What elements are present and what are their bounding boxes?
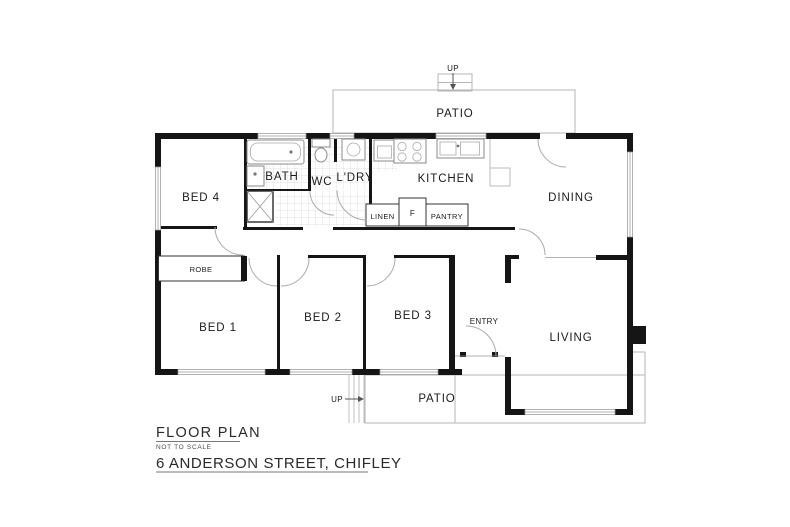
room-label-living: LIVING bbox=[549, 332, 592, 344]
shower bbox=[246, 190, 274, 223]
outer-walls bbox=[155, 133, 633, 415]
robe-box bbox=[158, 255, 245, 282]
room-labels: BED 4 BATH WC L'DRY KITCHEN DINING PATIO… bbox=[182, 64, 594, 405]
door-arc-bed4 bbox=[214, 226, 244, 256]
door-arc-bed3 bbox=[366, 257, 396, 287]
label-robe: ROBE bbox=[190, 265, 213, 274]
toilet bbox=[311, 138, 331, 163]
room-label-bed3: BED 3 bbox=[394, 310, 432, 322]
room-label-wc: WC bbox=[312, 176, 333, 188]
kitchen-sink bbox=[436, 138, 485, 159]
fixtures bbox=[246, 138, 646, 344]
door-arc-bed2 bbox=[280, 257, 310, 287]
bathtub bbox=[246, 139, 305, 165]
door-arc-laundry bbox=[336, 189, 368, 221]
room-label-kitchen: KITCHEN bbox=[418, 173, 475, 185]
laundry-tub bbox=[341, 138, 366, 161]
door-arc-entry bbox=[465, 325, 497, 357]
label-fridge: F bbox=[410, 209, 415, 218]
up-arrow-bottom-icon bbox=[345, 396, 364, 402]
address-title: 6 ANDERSON STREET, CHIFLEY bbox=[156, 455, 402, 472]
title-block: FLOOR PLAN NOT TO SCALE 6 ANDERSON STREE… bbox=[156, 425, 402, 473]
door-arcs bbox=[214, 138, 567, 357]
door-arc-living bbox=[518, 228, 546, 256]
scale-note: NOT TO SCALE bbox=[156, 444, 212, 451]
room-label-bath: BATH bbox=[265, 171, 298, 183]
label-up-top: UP bbox=[447, 64, 459, 73]
room-label-bed1: BED 1 bbox=[199, 322, 237, 334]
up-arrow-top-icon bbox=[450, 73, 456, 90]
label-pantry: PANTRY bbox=[431, 212, 463, 221]
patio-top-outline bbox=[332, 73, 576, 134]
door-arc-wc bbox=[309, 190, 335, 216]
pantry-box bbox=[425, 203, 469, 227]
room-label-patio-bottom: PATIO bbox=[418, 393, 455, 405]
kitchen-counter-return bbox=[489, 139, 511, 187]
bath-basin bbox=[246, 165, 265, 187]
fridge-box bbox=[398, 197, 427, 227]
fireplace bbox=[631, 326, 646, 344]
plan-title: FLOOR PLAN bbox=[156, 425, 261, 441]
label-linen: LINEN bbox=[370, 212, 394, 221]
storage-boxes bbox=[158, 197, 469, 282]
interior-walls bbox=[161, 139, 515, 372]
door-arc-dining-patio bbox=[537, 138, 567, 168]
room-label-bed2: BED 2 bbox=[304, 312, 342, 324]
room-label-laundry: L'DRY bbox=[336, 172, 373, 184]
washing-machine bbox=[373, 139, 396, 162]
stove bbox=[393, 138, 427, 164]
room-label-patio-top: PATIO bbox=[436, 108, 473, 120]
label-up-bottom: UP bbox=[331, 395, 343, 404]
room-label-dining: DINING bbox=[548, 192, 594, 204]
room-label-bed4: BED 4 bbox=[182, 192, 220, 204]
room-label-entry: ENTRY bbox=[470, 317, 499, 326]
windows bbox=[155, 133, 633, 415]
door-arc-bed1 bbox=[248, 257, 278, 287]
